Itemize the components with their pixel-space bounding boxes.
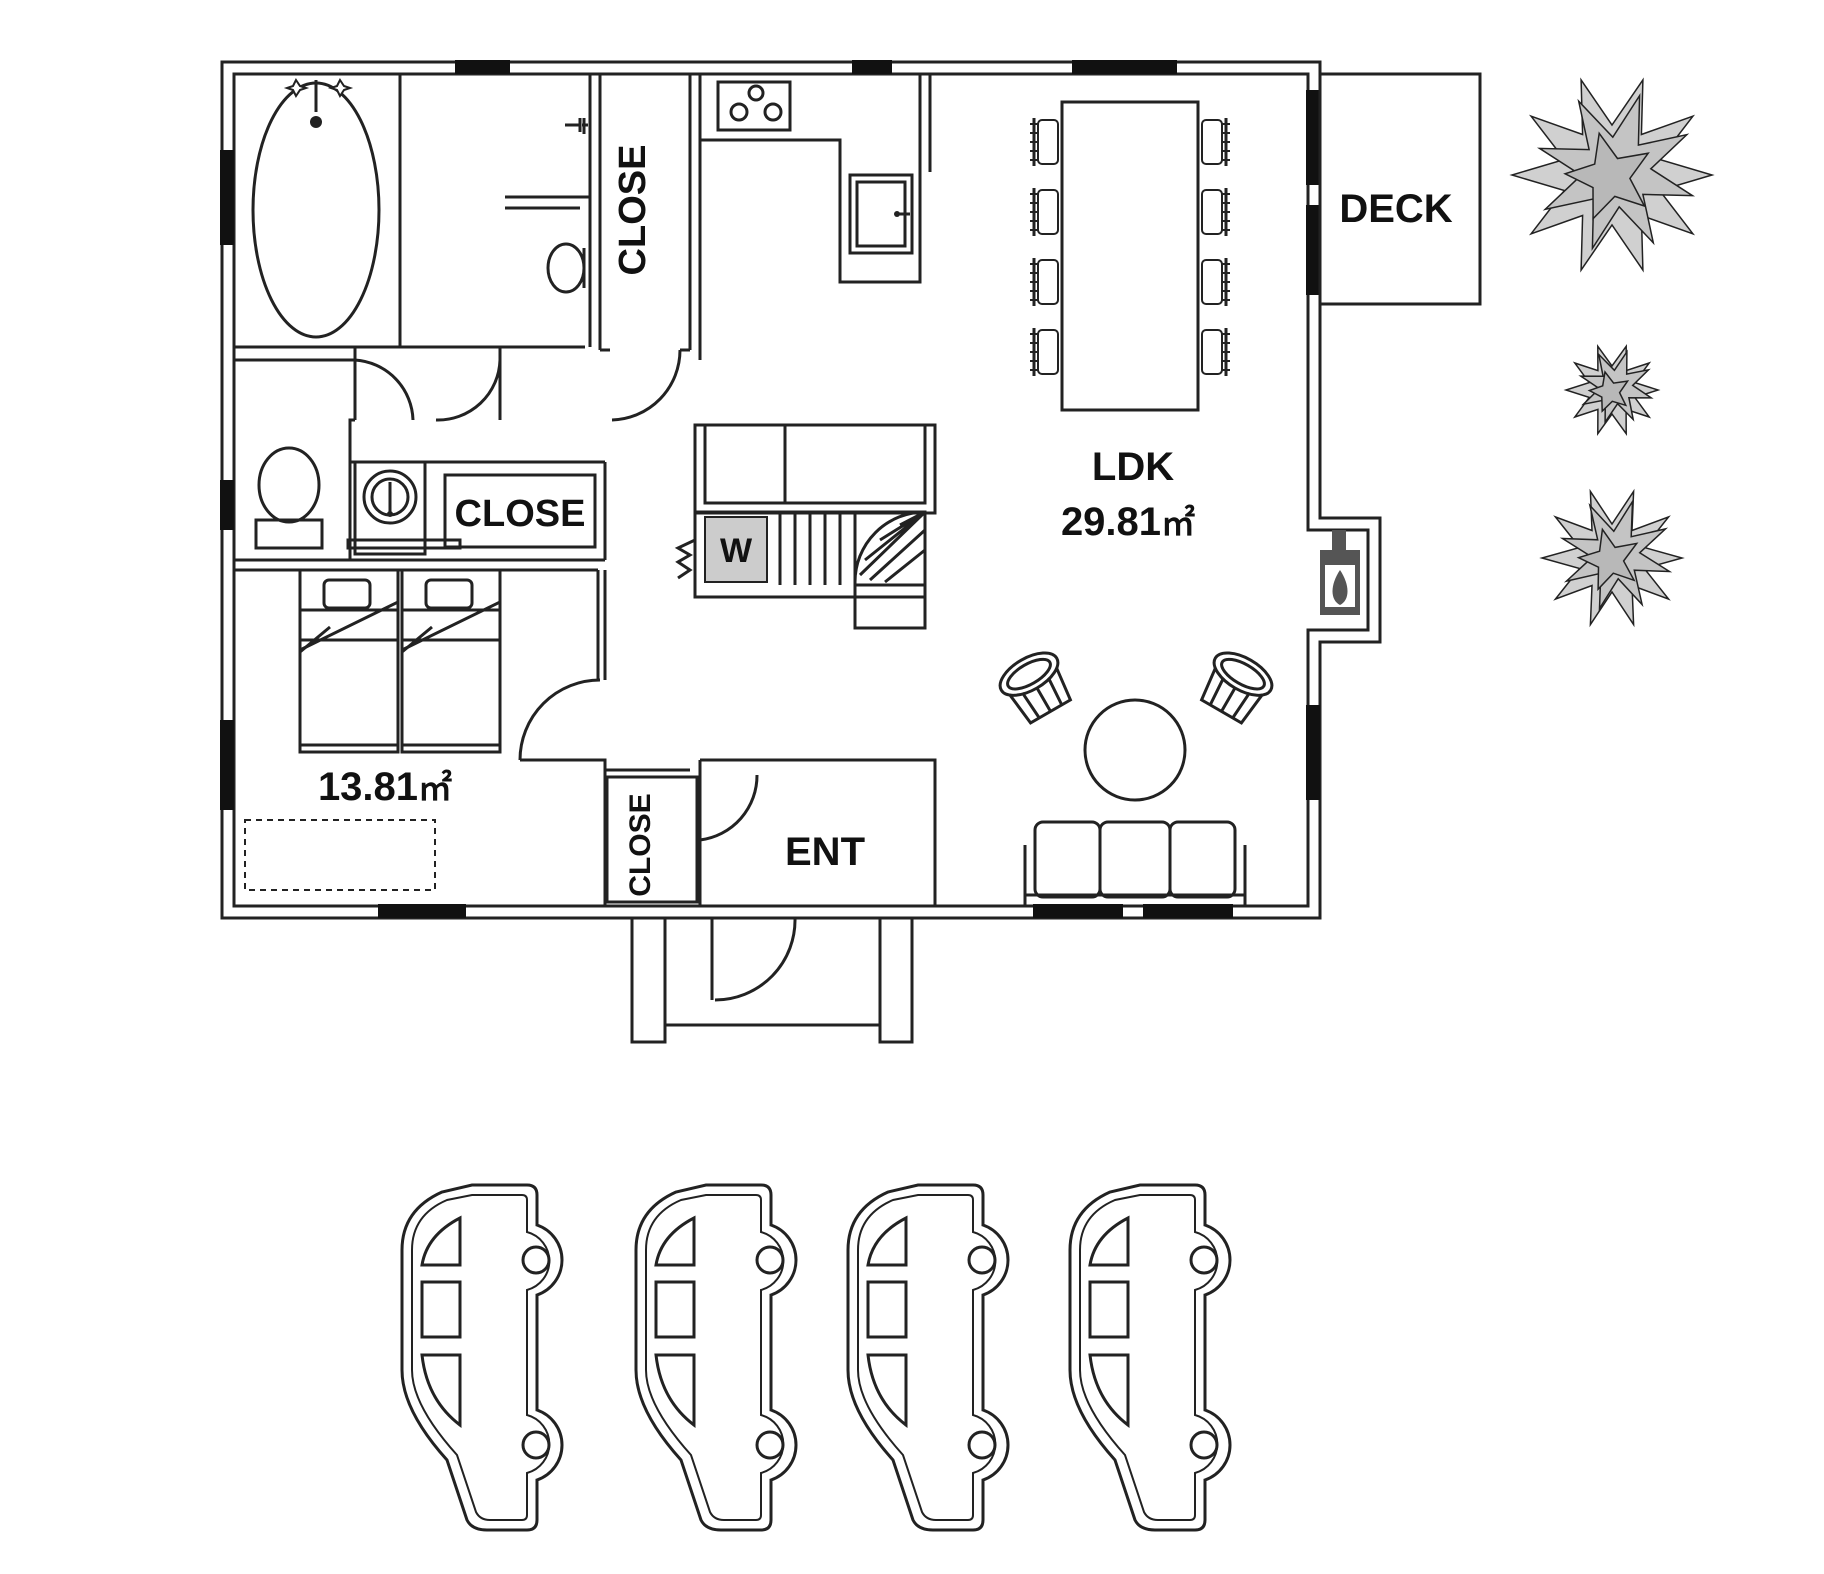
ldk-area-value: 29.81 <box>1061 500 1161 544</box>
closet-label-entry: CLOSE <box>624 793 657 896</box>
window <box>1306 205 1320 295</box>
dining-chair <box>1201 188 1230 236</box>
tree <box>1563 343 1661 437</box>
door-swing <box>354 358 415 421</box>
wood-stove-icon <box>1320 530 1360 615</box>
door-swing <box>714 917 797 1002</box>
sink-icon <box>848 173 914 255</box>
closet-label-top: CLOSE <box>612 145 654 276</box>
bathtub-icon <box>251 78 381 339</box>
dining-chair <box>1030 118 1059 166</box>
window <box>852 60 892 74</box>
dining-chair <box>1201 118 1230 166</box>
window <box>1033 904 1123 918</box>
tree-icon <box>1509 77 1715 628</box>
window <box>1143 904 1233 918</box>
armchair-icon <box>998 651 1073 725</box>
dining-chair-icon <box>1030 118 1230 376</box>
car <box>400 1183 564 1532</box>
ldk-name: LDK <box>1092 445 1174 489</box>
car <box>1068 1183 1232 1532</box>
door-swing <box>699 774 759 842</box>
dining-chair <box>1030 258 1059 306</box>
washer-label: W <box>720 532 753 570</box>
stairs <box>674 423 937 630</box>
doors <box>354 349 797 1002</box>
dining-chair <box>1030 328 1059 376</box>
bedroom-area: 13.81㎡ <box>318 765 452 809</box>
closet-entry: CLOSE <box>605 775 699 904</box>
ldk-area: 29.81㎡ <box>1061 500 1195 544</box>
tree <box>1539 488 1685 628</box>
porch <box>630 918 914 1044</box>
closet-middle: CLOSE <box>443 473 597 549</box>
window <box>378 904 466 918</box>
car-icon <box>400 1183 1232 1532</box>
dining-chair <box>1201 258 1230 306</box>
sofa-icon <box>1023 820 1247 906</box>
dashed-storage <box>244 819 436 891</box>
interior-walls <box>234 74 937 906</box>
round-table <box>1083 698 1187 802</box>
window <box>1072 60 1177 74</box>
area-unit: ㎡ <box>1161 504 1195 543</box>
bed-icon <box>298 568 400 754</box>
washbasin-icon <box>346 460 462 556</box>
stove-icon <box>716 80 792 132</box>
window <box>1306 90 1320 185</box>
dining-table <box>1060 100 1200 412</box>
windows <box>220 60 1320 918</box>
tree <box>1509 77 1715 273</box>
bedroom-area-value: 13.81 <box>318 765 418 809</box>
closet-label-middle: CLOSE <box>455 493 586 535</box>
deck <box>1318 72 1482 306</box>
armchair-icon <box>1199 651 1274 725</box>
car <box>634 1183 798 1532</box>
dining-chair <box>1030 188 1059 236</box>
shower-icon <box>546 118 588 294</box>
area-unit: ㎡ <box>418 769 452 808</box>
deck-label: DECK <box>1339 187 1452 231</box>
entrance-label: ENT <box>785 830 865 874</box>
car <box>846 1183 1010 1532</box>
washer: W <box>704 516 768 583</box>
door-swing <box>435 359 502 422</box>
window <box>220 720 234 810</box>
window <box>220 150 234 245</box>
window <box>455 60 510 74</box>
window <box>220 480 234 530</box>
door-swing <box>518 678 601 761</box>
toilet-icon <box>254 446 324 550</box>
dining-chair <box>1201 328 1230 376</box>
bed-icon <box>400 568 502 754</box>
door-swing <box>611 349 682 422</box>
window <box>1306 705 1320 800</box>
